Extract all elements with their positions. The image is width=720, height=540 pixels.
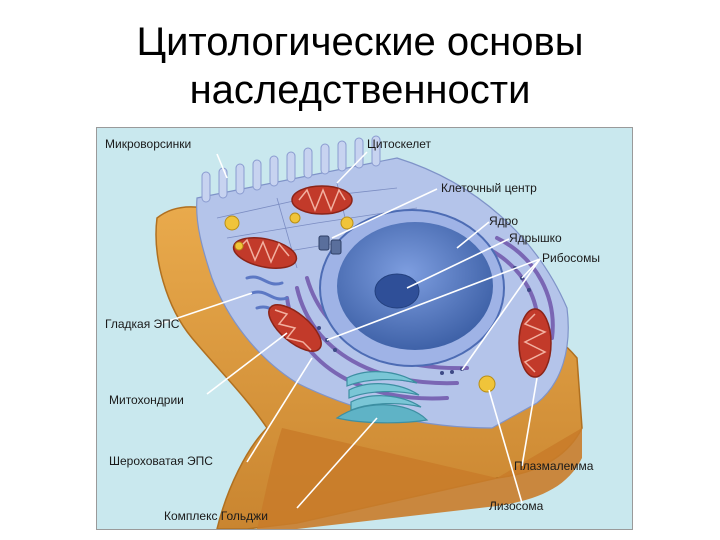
label-rough-er: Шероховатая ЭПС [109,454,213,468]
golgi-complex [335,371,429,424]
cell-illustration: Микроворсинки Цитоскелет Клеточный центр… [97,128,632,529]
label-golgi: Комплекс Гольджи [164,509,268,523]
cell-side-face [257,428,582,529]
nucleolus [374,273,420,309]
mitochondria [232,185,552,378]
label-centrosome: Клеточный центр [441,181,537,195]
lysosomes [224,212,496,393]
slide-title: Цитологические основы наследственности [0,18,720,114]
label-nucleus: Ядро [489,214,518,228]
centrosome [318,235,342,255]
label-mitochondria: Митохондрии [109,393,184,407]
label-lysosome: Лизосома [489,499,544,513]
leader-lines [156,151,541,509]
microvilli [201,135,381,203]
label-smooth-er: Гладкая ЭПС [105,317,180,331]
title-line-2: наследственности [189,68,531,112]
label-ribosomes: Рибосомы [542,251,600,265]
label-nucleolus: Ядрышко [509,231,562,245]
label-plasmalemma: Плазмалемма [514,459,594,473]
cell-diagram: Микроворсинки Цитоскелет Клеточный центр… [96,127,633,530]
title-line-1: Цитологические основы [136,20,584,64]
label-microvilli: Микроворсинки [105,137,191,151]
label-cytoskeleton: Цитоскелет [367,137,432,151]
